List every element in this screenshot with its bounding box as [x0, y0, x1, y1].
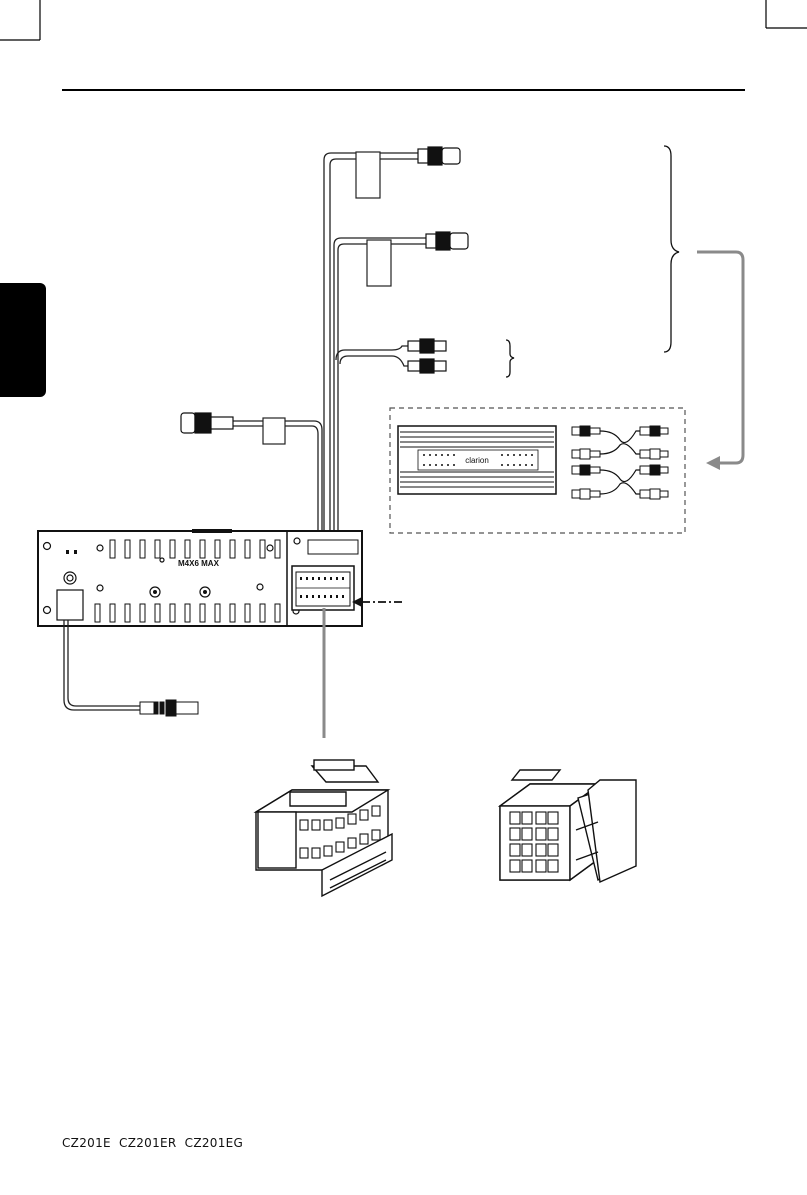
antenna-jack: [181, 413, 233, 433]
antenna-output-cable: [64, 620, 140, 710]
cable-tags: [263, 152, 391, 444]
rca-y-cables: [600, 431, 640, 494]
model-number: CZ201ER: [119, 1136, 177, 1150]
amplifier: clarion: [398, 426, 556, 494]
insert-arrow: [352, 597, 402, 607]
top-corner-mark: [0, 0, 807, 40]
footer-model-numbers: CZ201E CZ201ER CZ201EG: [62, 1136, 247, 1150]
plug-middle: [426, 232, 468, 250]
small-brace: [506, 340, 514, 377]
amplifier-brand-label: clarion: [465, 456, 489, 465]
plug-top: [418, 147, 460, 165]
rca-y-plugs: [572, 426, 668, 499]
model-number: CZ201EG: [185, 1136, 244, 1150]
head-unit-rear: M4X6 MAX: [38, 531, 362, 626]
antenna-plug: [140, 700, 198, 716]
large-brace: [664, 146, 679, 352]
rca-plugs: [408, 339, 446, 373]
model-number: CZ201E: [62, 1136, 111, 1150]
black-side-tab: [0, 283, 46, 397]
gray-return-arrow: [697, 252, 743, 470]
bolt-size-label: M4X6 MAX: [178, 559, 220, 568]
